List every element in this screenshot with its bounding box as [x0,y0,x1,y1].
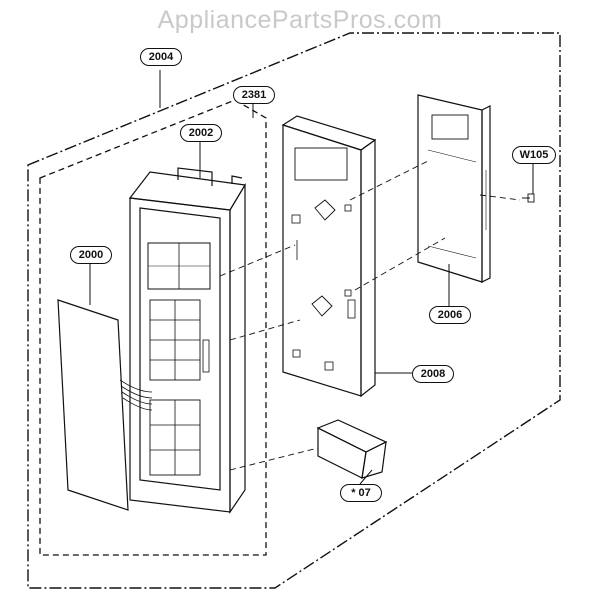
callout-2004: 2004 [140,48,182,66]
callout-w105: W105 [512,146,556,164]
watermark-text: AppliancePartsPros.com [157,6,443,34]
callout-2008: 2008 [412,365,454,383]
pcb-2006 [417,94,491,283]
bracket-2008 [281,115,377,398]
projection-lines [219,159,521,471]
leader-lines [89,70,534,485]
callout-2000: 2000 [70,246,112,264]
callout-07: * 07 [340,484,382,502]
control-panel-2002 [128,167,246,514]
assembly-2004-boundary [27,32,561,589]
callout-2006: 2006 [429,306,471,324]
screw-w105 [522,193,535,203]
assembly-2381-boundary [39,99,267,556]
clip-07 [316,419,388,479]
callout-2002: 2002 [180,124,222,142]
membrane-2000 [57,299,153,511]
callout-2381: 2381 [233,86,275,104]
